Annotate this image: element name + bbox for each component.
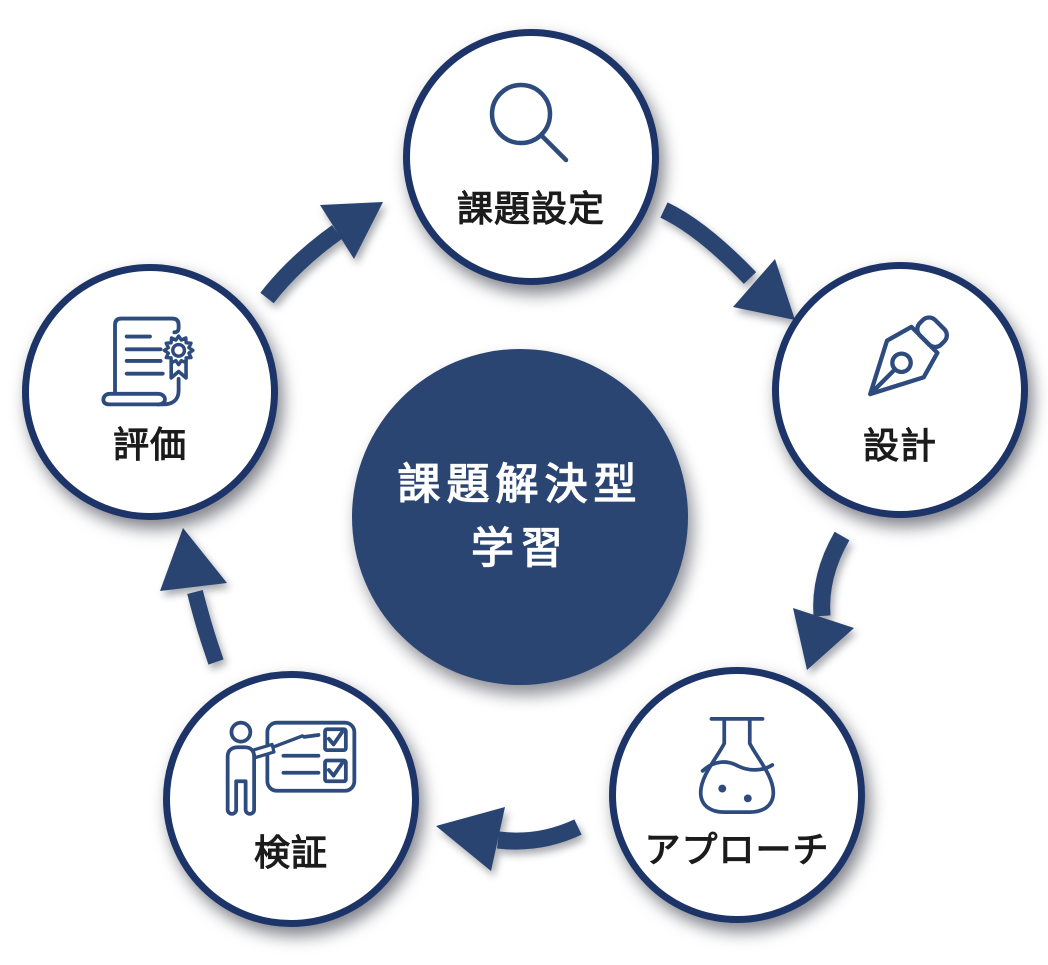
certificate-icon <box>101 316 195 407</box>
center-title-line2: 学習 <box>471 525 569 573</box>
node-label-evaluation: 評価 <box>112 424 187 465</box>
center-title: 課題解決型 学習 <box>398 453 643 582</box>
arrow-verification-to-evaluation-icon <box>160 528 227 665</box>
node-label-problem-setting: 課題設定 <box>456 188 605 229</box>
node-evaluation: 評価 <box>22 264 278 520</box>
node-label-design: 設計 <box>862 425 937 466</box>
arrow-evaluation-to-problem-icon <box>260 202 383 304</box>
presentation-checklist-icon <box>225 720 357 816</box>
center-circle: 課題解決型 学習 <box>352 349 688 685</box>
arrow-design-to-approach-icon <box>793 531 854 670</box>
node-label-approach: アプローチ <box>644 829 830 870</box>
arrow-problem-to-design-icon <box>660 202 795 320</box>
node-design: 設計 <box>772 262 1028 518</box>
center-title-line1: 課題解決型 <box>397 460 643 509</box>
node-verification: 検証 <box>163 671 419 927</box>
search-icon <box>489 82 569 163</box>
flask-icon <box>698 717 776 814</box>
pen-nib-icon <box>868 315 949 397</box>
node-problem-setting: 課題設定 <box>403 29 659 285</box>
node-approach: アプローチ <box>609 667 865 923</box>
node-label-verification: 検証 <box>253 832 328 873</box>
arrow-approach-to-verification-icon <box>436 807 582 871</box>
